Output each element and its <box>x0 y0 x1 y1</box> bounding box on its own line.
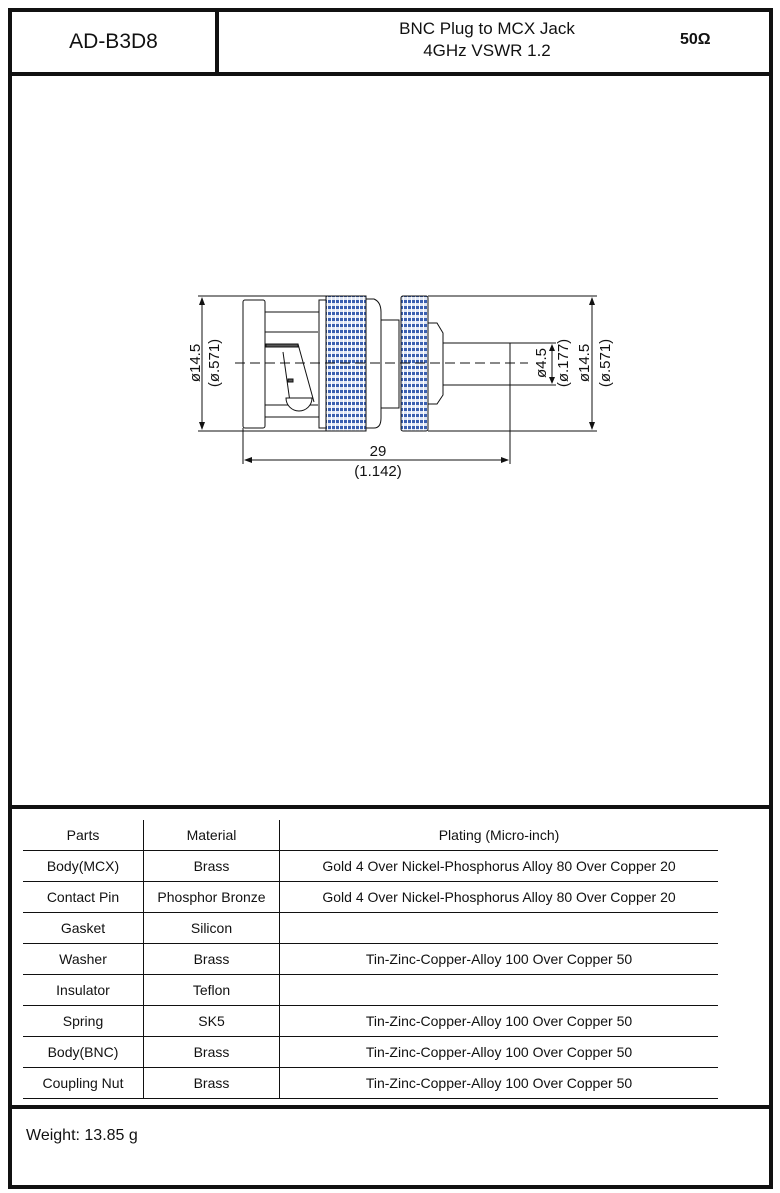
header-plating: Plating (Micro-inch) <box>279 820 718 851</box>
header-material: Material <box>143 820 280 851</box>
part-cell: Contact Pin <box>23 881 144 913</box>
plating-cell <box>279 912 718 944</box>
bnc-spring-slot <box>265 343 299 348</box>
material-cell: Brass <box>143 943 280 975</box>
part-cell: Body(BNC) <box>23 1036 144 1068</box>
part-cell: Spring <box>23 1005 144 1037</box>
header-parts: Parts <box>23 820 144 851</box>
pin-diameter-inch-label: (ø.177) <box>555 339 572 387</box>
table-header-row: Parts Material Plating (Micro-inch) <box>23 820 718 851</box>
length-inch-label: (1.142) <box>354 463 402 480</box>
length-label: 29 <box>370 443 387 460</box>
part-cell: Gasket <box>23 912 144 944</box>
material-cell: Brass <box>143 1036 280 1068</box>
weight-text: Weight: 13.85 g <box>26 1127 138 1144</box>
neck <box>380 319 400 409</box>
title-line-2: 4GHz VSWR 1.2 <box>423 41 551 60</box>
part-number: AD-B3D8 <box>12 12 219 72</box>
left-diameter-label: ø14.5 <box>187 344 204 382</box>
weight-section: Weight: 13.85 g <box>12 1105 769 1189</box>
pin-diameter-label: ø4.5 <box>533 348 550 378</box>
plating-cell: Tin-Zinc-Copper-Alloy 100 Over Copper 50 <box>279 1036 718 1068</box>
right-diameter-inch-label: (ø.571) <box>597 339 614 387</box>
impedance: 50Ω <box>680 31 711 48</box>
material-cell: Brass <box>143 1067 280 1099</box>
plating-cell: Gold 4 Over Nickel-Phosphorus Alloy 80 O… <box>279 881 718 913</box>
part-cell: Coupling Nut <box>23 1067 144 1099</box>
plating-cell: Gold 4 Over Nickel-Phosphorus Alloy 80 O… <box>279 850 718 882</box>
mcx-pin <box>442 342 511 386</box>
part-cell: Washer <box>23 943 144 975</box>
material-cell: Brass <box>143 850 280 882</box>
plating-cell: Tin-Zinc-Copper-Alloy 100 Over Copper 50 <box>279 1005 718 1037</box>
material-cell: Silicon <box>143 912 280 944</box>
part-cell: Body(MCX) <box>23 850 144 882</box>
plating-cell: Tin-Zinc-Copper-Alloy 100 Over Copper 50 <box>279 943 718 975</box>
materials-table: Parts Material Plating (Micro-inch) Body… <box>23 820 718 1099</box>
material-cell: Teflon <box>143 974 280 1006</box>
material-cell: SK5 <box>143 1005 280 1037</box>
title-line-1: BNC Plug to MCX Jack <box>399 19 575 38</box>
right-diameter-label: ø14.5 <box>576 344 593 382</box>
drawing-area <box>12 76 769 809</box>
part-cell: Insulator <box>23 974 144 1006</box>
left-diameter-inch-label: (ø.571) <box>206 339 223 387</box>
bnc-flange <box>242 299 266 429</box>
product-title: BNC Plug to MCX Jack 4GHz VSWR 1.2 <box>302 18 672 62</box>
datasheet-frame: AD-B3D8 BNC Plug to MCX Jack 4GHz VSWR 1… <box>8 8 773 1189</box>
plating-cell: Tin-Zinc-Copper-Alloy 100 Over Copper 50 <box>279 1067 718 1099</box>
header: AD-B3D8 BNC Plug to MCX Jack 4GHz VSWR 1… <box>12 12 769 76</box>
dimension-lines <box>198 295 597 464</box>
plating-cell <box>279 974 718 1006</box>
material-cell: Phosphor Bronze <box>143 881 280 913</box>
